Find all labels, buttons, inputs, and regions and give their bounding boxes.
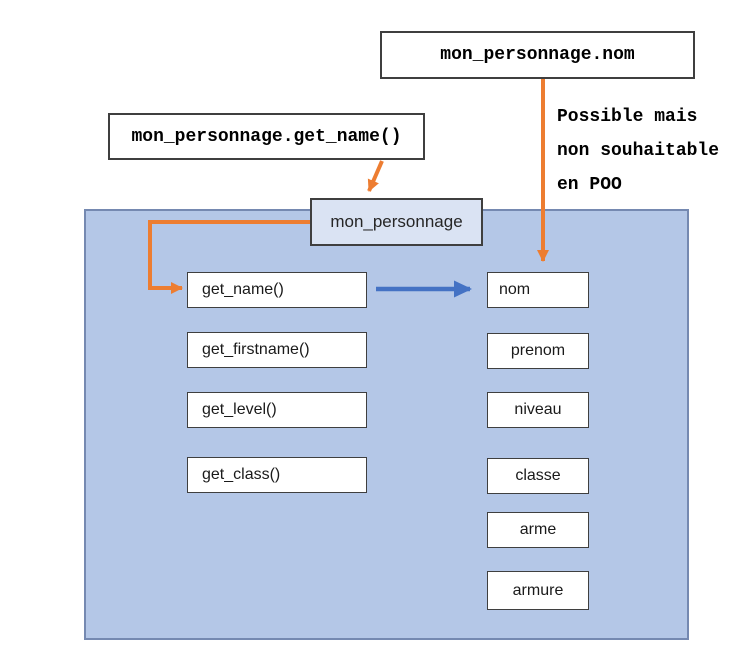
attribute-box-prenom: prenom bbox=[487, 333, 589, 369]
note-possible-mais: Possible mais non souhaitable en POO bbox=[557, 100, 719, 202]
method-callout-arrow bbox=[367, 160, 384, 192]
method-box-get-class: get_class() bbox=[187, 457, 367, 493]
method-box-get-firstname: get_firstname() bbox=[187, 332, 367, 368]
attribute-box-nom: nom bbox=[487, 272, 589, 308]
callout-attribute-access: mon_personnage.nom bbox=[380, 31, 695, 79]
attribute-box-classe: classe bbox=[487, 458, 589, 494]
method-box-get-level: get_level() bbox=[187, 392, 367, 428]
note-line: non souhaitable bbox=[557, 141, 720, 161]
object-body-container bbox=[84, 209, 689, 640]
attribute-box-arme: arme bbox=[487, 512, 589, 548]
method-box-get-name: get_name() bbox=[187, 272, 367, 308]
attribute-box-niveau: niveau bbox=[487, 392, 589, 428]
object-name-box: mon_personnage bbox=[310, 198, 483, 246]
attribute-box-armure: armure bbox=[487, 571, 589, 610]
note-line: Possible mais bbox=[557, 107, 698, 127]
note-line: en POO bbox=[557, 175, 622, 195]
callout-method-call: mon_personnage.get_name() bbox=[108, 113, 425, 160]
